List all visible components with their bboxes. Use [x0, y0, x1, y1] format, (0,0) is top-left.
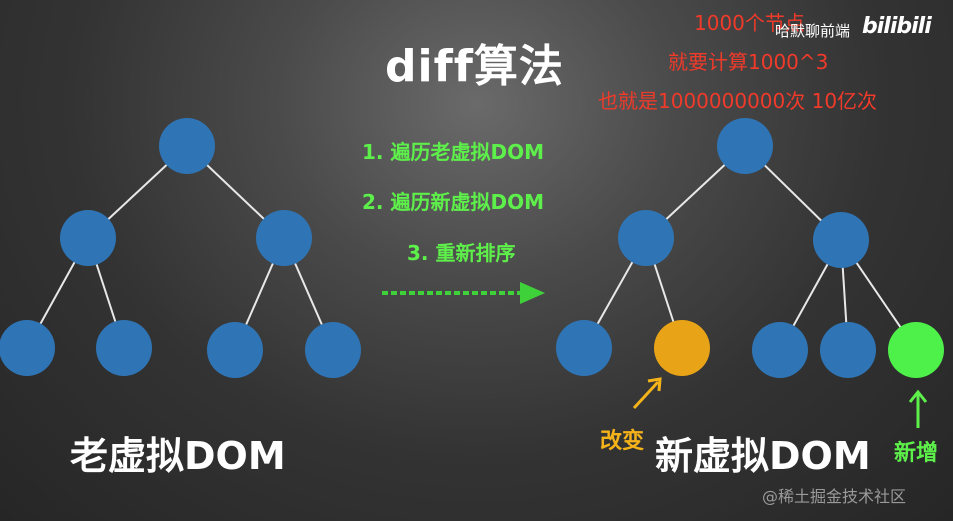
- old-leaf-node: [305, 322, 361, 378]
- old-leaf-node: [96, 320, 152, 376]
- bilibili-logo: bilibili: [862, 14, 932, 39]
- new-root-node: [717, 118, 773, 174]
- added-label: 新增: [894, 441, 939, 466]
- added-arrow: [908, 389, 928, 428]
- transition-arrow: [382, 282, 545, 304]
- new-tree-label: 新虚拟DOM: [655, 434, 871, 478]
- added-node: [888, 322, 944, 378]
- changed-arrow-head: [647, 377, 662, 392]
- old-leaf-node: [207, 322, 263, 378]
- old-tree-label: 老虚拟DOM: [70, 434, 286, 478]
- step-3: 3. 重新排序: [407, 241, 516, 265]
- slide-title: diff算法: [385, 41, 564, 92]
- changed-arrow: [632, 377, 662, 410]
- complexity-note-1: 1000个节点: [694, 11, 805, 35]
- changed-arrow-shaft: [632, 380, 660, 410]
- old-tree-nodes: [0, 118, 361, 378]
- old-node: [60, 210, 116, 266]
- new-leaf-node: [752, 322, 808, 378]
- old-root-node: [159, 118, 215, 174]
- watermark: @稀土掘金技术社区: [762, 487, 907, 506]
- old-leaf-node: [0, 320, 55, 376]
- changed-label: 改变: [600, 429, 645, 454]
- changed-node: [654, 320, 710, 376]
- new-node: [813, 212, 869, 268]
- new-leaf-node: [820, 322, 876, 378]
- new-leaf-node: [556, 320, 612, 376]
- step-2: 2. 遍历新虚拟DOM: [362, 190, 544, 214]
- complexity-note-3: 也就是1000000000次 10亿次: [598, 89, 878, 113]
- complexity-note-2: 就要计算1000^3: [668, 50, 829, 74]
- new-tree-nodes: [556, 118, 944, 378]
- arrow-head: [520, 282, 545, 304]
- new-node: [618, 210, 674, 266]
- old-node: [256, 210, 312, 266]
- added-arrow-head: [908, 389, 928, 403]
- author-name: 哈默聊前端: [775, 22, 851, 40]
- step-1: 1. 遍历老虚拟DOM: [362, 140, 544, 164]
